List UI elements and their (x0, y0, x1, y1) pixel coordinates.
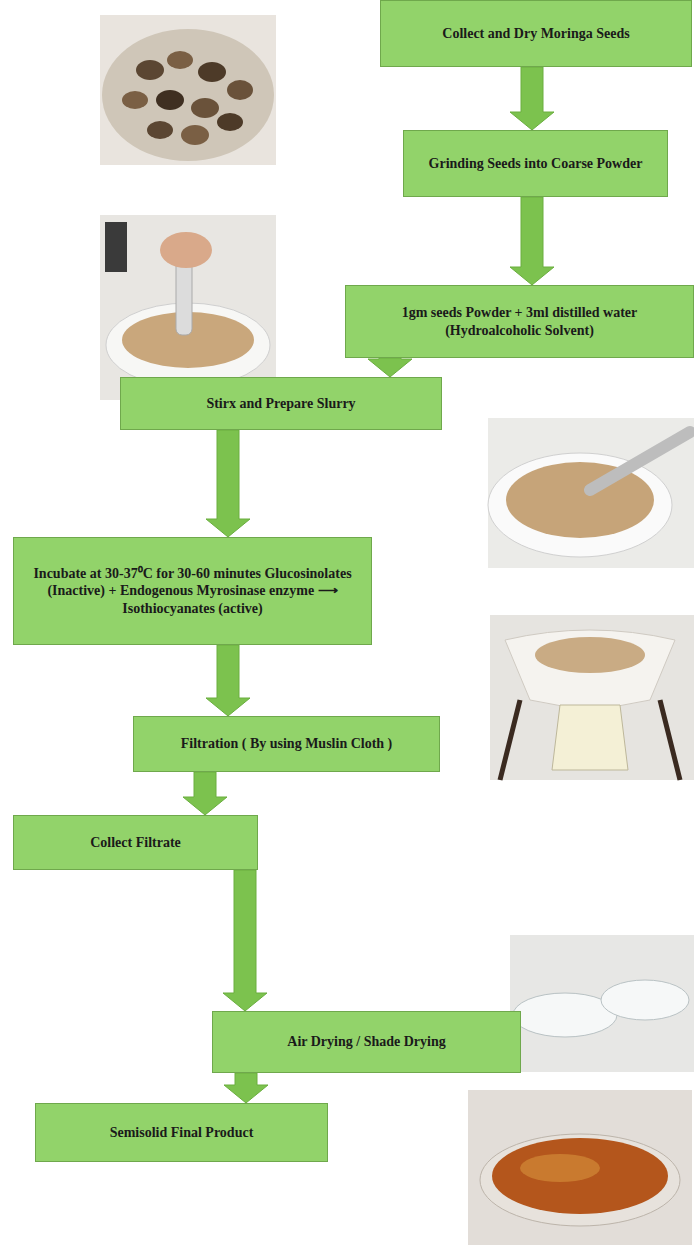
block-arrow (206, 430, 250, 537)
step-text: Collect Filtrate (90, 834, 181, 852)
step-text: Filtration ( By using Muslin Cloth ) (181, 735, 393, 753)
block-arrow (510, 67, 554, 130)
process-box: Filtration ( By using Muslin Cloth ) (133, 716, 440, 772)
slurry-photo (488, 418, 694, 568)
process-box: Air Drying / Shade Drying (212, 1011, 521, 1073)
step-text: Semisolid Final Product (110, 1124, 254, 1142)
seeds-photo (100, 15, 276, 165)
step-text: Air Drying / Shade Drying (287, 1033, 445, 1051)
step-text: 1gm seeds Powder + 3ml distilled water (… (356, 304, 683, 339)
step-text: Grinding Seeds into Coarse Powder (429, 155, 643, 173)
filtration-photo (490, 615, 694, 780)
step-text: Collect and Dry Moringa Seeds (442, 25, 629, 43)
process-box: Semisolid Final Product (35, 1103, 328, 1162)
block-arrow (368, 358, 412, 377)
block-arrow (206, 645, 250, 716)
block-arrow (510, 197, 554, 285)
process-box: 1gm seeds Powder + 3ml distilled water (… (345, 285, 694, 358)
grinding-photo (100, 215, 276, 400)
block-arrow (224, 1073, 268, 1103)
process-box: Collect and Dry Moringa Seeds (380, 0, 692, 67)
process-box: Incubate at 30-37⁰C for 30-60 minutes Gl… (13, 537, 372, 645)
block-arrow (183, 772, 227, 815)
final-product-photo (468, 1090, 692, 1245)
block-arrow (223, 870, 267, 1011)
step-text: Incubate at 30-37⁰C for 30-60 minutes Gl… (24, 565, 361, 618)
step-text: Stirx and Prepare Slurry (206, 395, 355, 413)
drying-photo (510, 935, 694, 1072)
process-box: Grinding Seeds into Coarse Powder (403, 130, 668, 197)
process-box: Stirx and Prepare Slurry (120, 377, 442, 430)
process-box: Collect Filtrate (13, 815, 258, 870)
